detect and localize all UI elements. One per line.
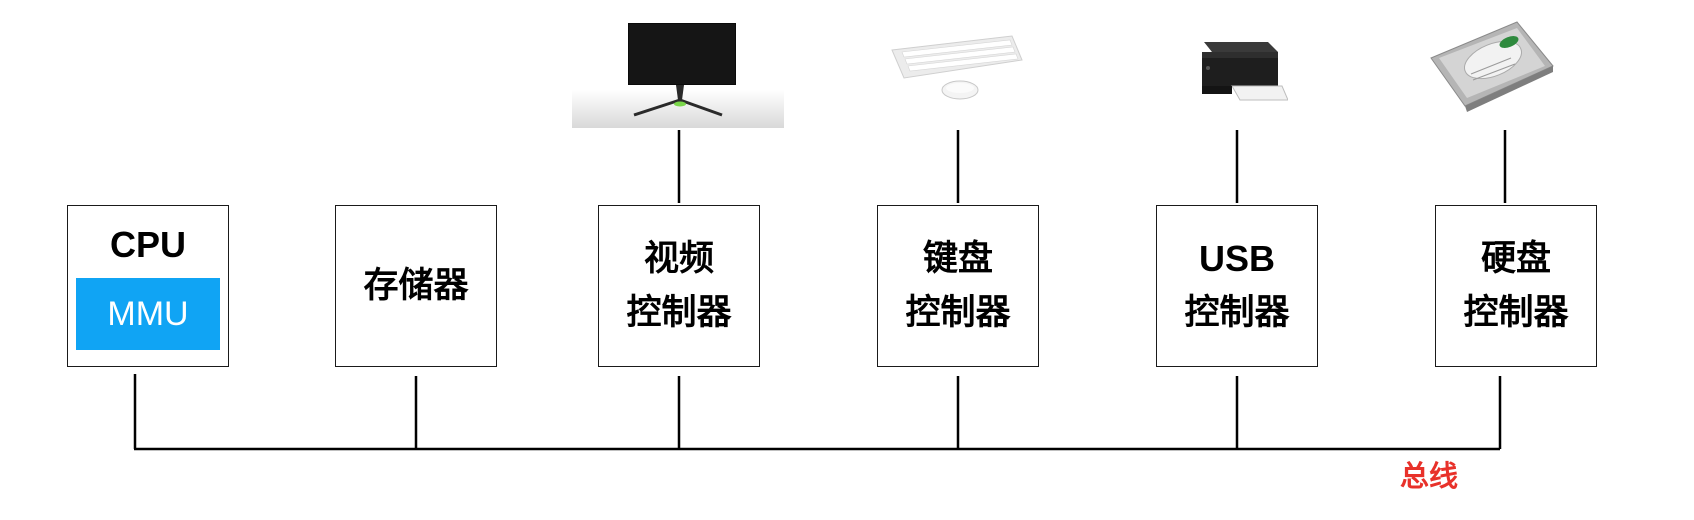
hard-disk-icon [1430,21,1554,112]
usb-controller-box: USB 控制器 [1156,205,1318,367]
disk-controller-line2: 控制器 [1463,293,1569,333]
disk-controller-line1: 硬盘 [1480,239,1551,279]
video-controller-box: 视频 控制器 [598,205,760,367]
keyboard-controller-line2: 控制器 [905,293,1011,333]
mmu-block: MMU [76,278,220,350]
disk-controller-box: 硬盘 控制器 [1435,205,1597,367]
video-controller-line2: 控制器 [626,293,732,333]
memory-box: 存储器 [335,205,497,367]
keyboard-controller-box: 键盘 控制器 [877,205,1039,367]
monitor-icon [572,23,784,128]
printer-icon [1202,42,1288,101]
cpu-box: CPU MMU [67,205,229,367]
usb-controller-line1: USB [1198,238,1275,279]
usb-controller-line2: 控制器 [1184,293,1290,333]
keyboard-controller-line1: 键盘 [922,239,993,279]
keyboard-mouse-icon [891,35,1023,100]
video-controller-line1: 视频 [643,239,714,279]
memory-label: 存储器 [363,266,469,306]
bus-label: 总线 [1400,459,1459,493]
cpu-label: CPU [109,224,186,265]
